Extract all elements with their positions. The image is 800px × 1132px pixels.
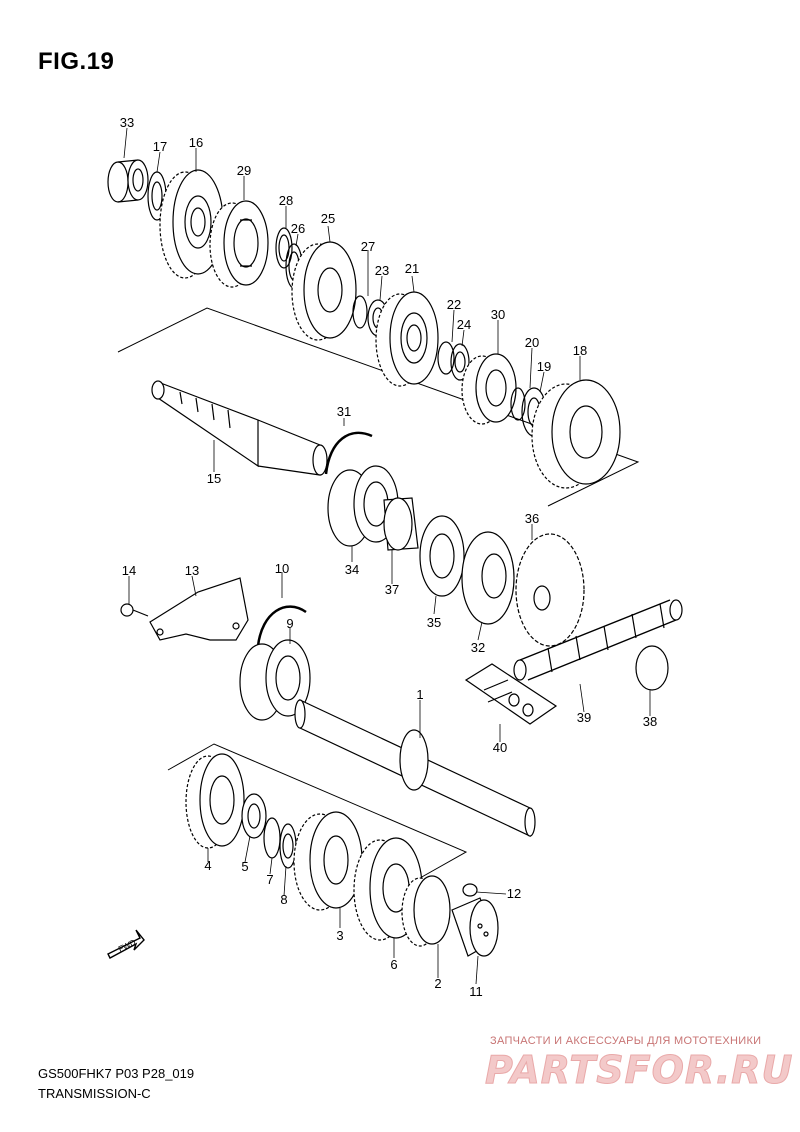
- callout-1: 1: [416, 687, 424, 702]
- part-8-circlip: [279, 823, 297, 869]
- callout-8: 8: [280, 892, 288, 907]
- part-21-gear: [375, 291, 439, 387]
- fwd-arrow-icon: [107, 929, 145, 959]
- callout-5: 5: [241, 859, 249, 874]
- part-40-chain-joint-set: [464, 663, 558, 725]
- part-36-engine-sprocket: [515, 533, 585, 647]
- callout-6: 6: [390, 957, 398, 972]
- callout-38: 38: [642, 714, 658, 729]
- part-24-washer: [450, 343, 470, 381]
- part-30-gear: [461, 353, 517, 425]
- callout-16: 16: [188, 135, 204, 150]
- callout-18: 18: [572, 343, 588, 358]
- callout-33: 33: [119, 115, 135, 130]
- model-code: GS500FHK7 P03 P28_019: [38, 1066, 195, 1081]
- part-18-gear: [531, 379, 621, 489]
- callout-10: 10: [274, 561, 290, 576]
- callout-31: 31: [336, 404, 352, 419]
- callout-39: 39: [576, 710, 592, 725]
- part-32-collar: [461, 531, 515, 625]
- part-7-washer: [263, 817, 281, 859]
- part-37-spacer-sleeve: [383, 497, 419, 551]
- callout-34: 34: [344, 562, 360, 577]
- part-9-bearing: [239, 639, 311, 721]
- callout-36: 36: [524, 511, 540, 526]
- part-4-gear: [185, 753, 245, 849]
- callout-7: 7: [266, 872, 274, 887]
- part-22-bushing: [437, 341, 455, 375]
- part-2-gear: [401, 875, 451, 947]
- part-12-plug: [462, 883, 478, 897]
- callout-32: 32: [470, 640, 486, 655]
- callout-17: 17: [152, 139, 168, 154]
- part-27-washer: [352, 295, 368, 329]
- callout-25: 25: [320, 211, 336, 226]
- callout-11: 11: [469, 984, 483, 999]
- callout-2: 2: [434, 976, 442, 991]
- part-15-countershaft: [151, 380, 328, 476]
- callout-20: 20: [524, 335, 540, 350]
- part-10-circlip: [256, 605, 307, 647]
- callout-29: 29: [236, 163, 252, 178]
- figure-title: FIG.19: [38, 48, 115, 75]
- callout-13: 13: [184, 563, 200, 578]
- watermark-tagline: ЗАПЧАСТИ И АКСЕССУАРЫ ДЛЯ МОТОТЕХНИКИ: [490, 1035, 762, 1047]
- part-1-driveshaft: [294, 699, 536, 837]
- callout-3: 3: [336, 928, 344, 943]
- fwd-arrow-label: FWD: [117, 938, 138, 954]
- part-35-oil-seal: [419, 515, 465, 597]
- countershaft-group-outline: [117, 307, 640, 507]
- callout-12: 12: [506, 886, 522, 901]
- driveshaft-group-outline: [167, 743, 468, 879]
- callout-4: 4: [204, 858, 212, 873]
- part-33-needle-bearing: [107, 159, 149, 203]
- part-29-gear: [209, 200, 269, 288]
- part-11-bushing: [451, 897, 499, 957]
- callout-30: 30: [490, 307, 506, 322]
- callout-23: 23: [374, 263, 390, 278]
- callout-22: 22: [446, 297, 462, 312]
- callout-37: 37: [384, 582, 400, 597]
- part-25-gear: [291, 241, 357, 341]
- callout-leader-lines: [123, 127, 651, 985]
- watermark-logo: PARTSFOR.RU: [484, 1048, 794, 1093]
- callout-14: 14: [121, 563, 137, 578]
- callout-15: 15: [206, 471, 222, 486]
- part-14-screw: [120, 603, 149, 617]
- part-31-circlip: [324, 431, 373, 475]
- callout-35: 35: [426, 615, 442, 630]
- part-5-bushing: [241, 793, 267, 839]
- callout-40: 40: [492, 740, 508, 755]
- part-20-circlip: [510, 387, 526, 421]
- callout-19: 19: [536, 359, 552, 374]
- part-13-sprocket-plate: [149, 577, 249, 641]
- callout-9: 9: [286, 616, 294, 631]
- callout-28: 28: [278, 193, 294, 208]
- callout-27: 27: [360, 239, 376, 254]
- callout-26: 26: [290, 221, 306, 236]
- part-39-drive-chain: [513, 599, 683, 681]
- callout-24: 24: [456, 317, 472, 332]
- part-3-gear: [293, 811, 363, 911]
- callout-21: 21: [404, 261, 420, 276]
- section-title: TRANSMISSION-C: [38, 1086, 151, 1101]
- part-38-chain-joint-clip: [635, 645, 669, 691]
